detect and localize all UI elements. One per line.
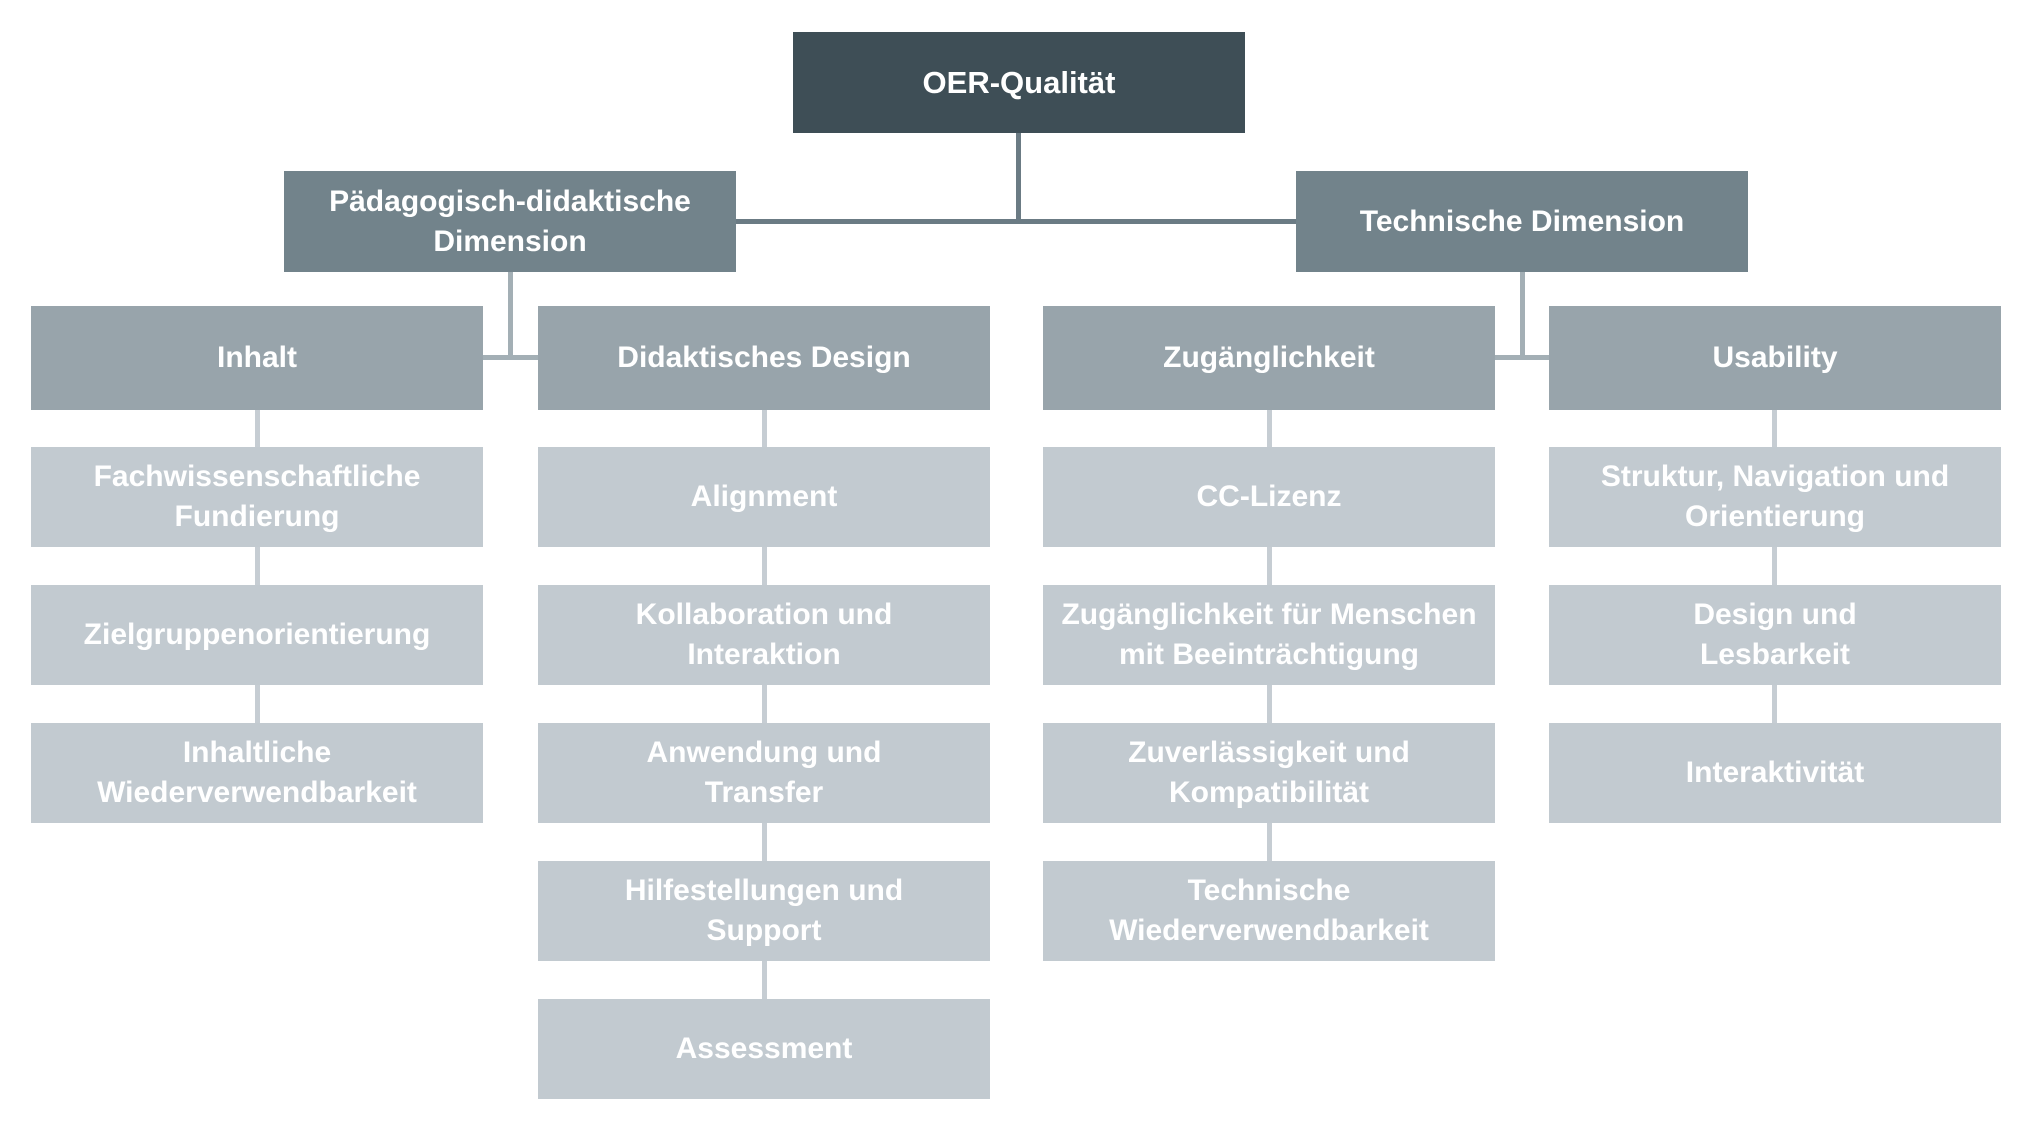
connector-dim-right-horizontal	[1495, 355, 1549, 360]
leaf-box: Anwendung und Transfer	[538, 723, 990, 823]
connector-col2-seg3	[762, 685, 767, 723]
connector-col2-seg5	[762, 961, 767, 999]
leaf-box: Kollaboration und Interaktion	[538, 585, 990, 685]
connector-col1-seg2	[255, 547, 260, 585]
connector-col2-seg2	[762, 547, 767, 585]
category-box-inhalt: Inhalt	[31, 306, 483, 410]
dimension-box-paedagogisch: Pädagogisch-didaktische Dimension	[284, 171, 736, 272]
leaf-box: CC-Lizenz	[1043, 447, 1495, 547]
connector-col2-seg4	[762, 823, 767, 861]
leaf-box: Zuverlässigkeit und Kompatibilität	[1043, 723, 1495, 823]
connector-col3-seg2	[1267, 547, 1272, 585]
connector-col3-seg4	[1267, 823, 1272, 861]
leaf-box: Inhaltliche Wiederverwendbarkeit	[31, 723, 483, 823]
connector-dim-right-vertical	[1520, 272, 1525, 360]
root-box: OER-Qualität	[793, 32, 1245, 133]
leaf-box: Alignment	[538, 447, 990, 547]
leaf-box: Fachwissenschaftliche Fundierung	[31, 447, 483, 547]
leaf-box: Assessment	[538, 999, 990, 1099]
leaf-box: Hilfestellungen und Support	[538, 861, 990, 961]
dimension-box-technisch: Technische Dimension	[1296, 171, 1748, 272]
connector-col3-seg3	[1267, 685, 1272, 723]
connector-col3-seg1	[1267, 410, 1272, 447]
connector-col4-seg2	[1772, 547, 1777, 585]
leaf-box: Interaktivität	[1549, 723, 2001, 823]
category-box-zugaenglichkeit: Zugänglichkeit	[1043, 306, 1495, 410]
connector-col1-seg3	[255, 685, 260, 723]
leaf-box: Struktur, Navigation und Orientierung	[1549, 447, 2001, 547]
category-box-didaktisches-design: Didaktisches Design	[538, 306, 990, 410]
leaf-box: Zielgruppenorientierung	[31, 585, 483, 685]
connector-col4-seg1	[1772, 410, 1777, 447]
leaf-box: Zugänglichkeit für Menschen mit Beeinträ…	[1043, 585, 1495, 685]
connector-root-vertical	[1016, 133, 1021, 224]
leaf-box: Design und Lesbarkeit	[1549, 585, 2001, 685]
connector-dim-left-horizontal	[483, 355, 538, 360]
connector-dim-left-vertical	[508, 272, 513, 360]
connector-col1-seg1	[255, 410, 260, 447]
connector-col2-seg1	[762, 410, 767, 447]
category-box-usability: Usability	[1549, 306, 2001, 410]
connector-col4-seg3	[1772, 685, 1777, 723]
connector-dimensions-horizontal	[736, 219, 1297, 224]
leaf-box: Technische Wiederverwendbarkeit	[1043, 861, 1495, 961]
